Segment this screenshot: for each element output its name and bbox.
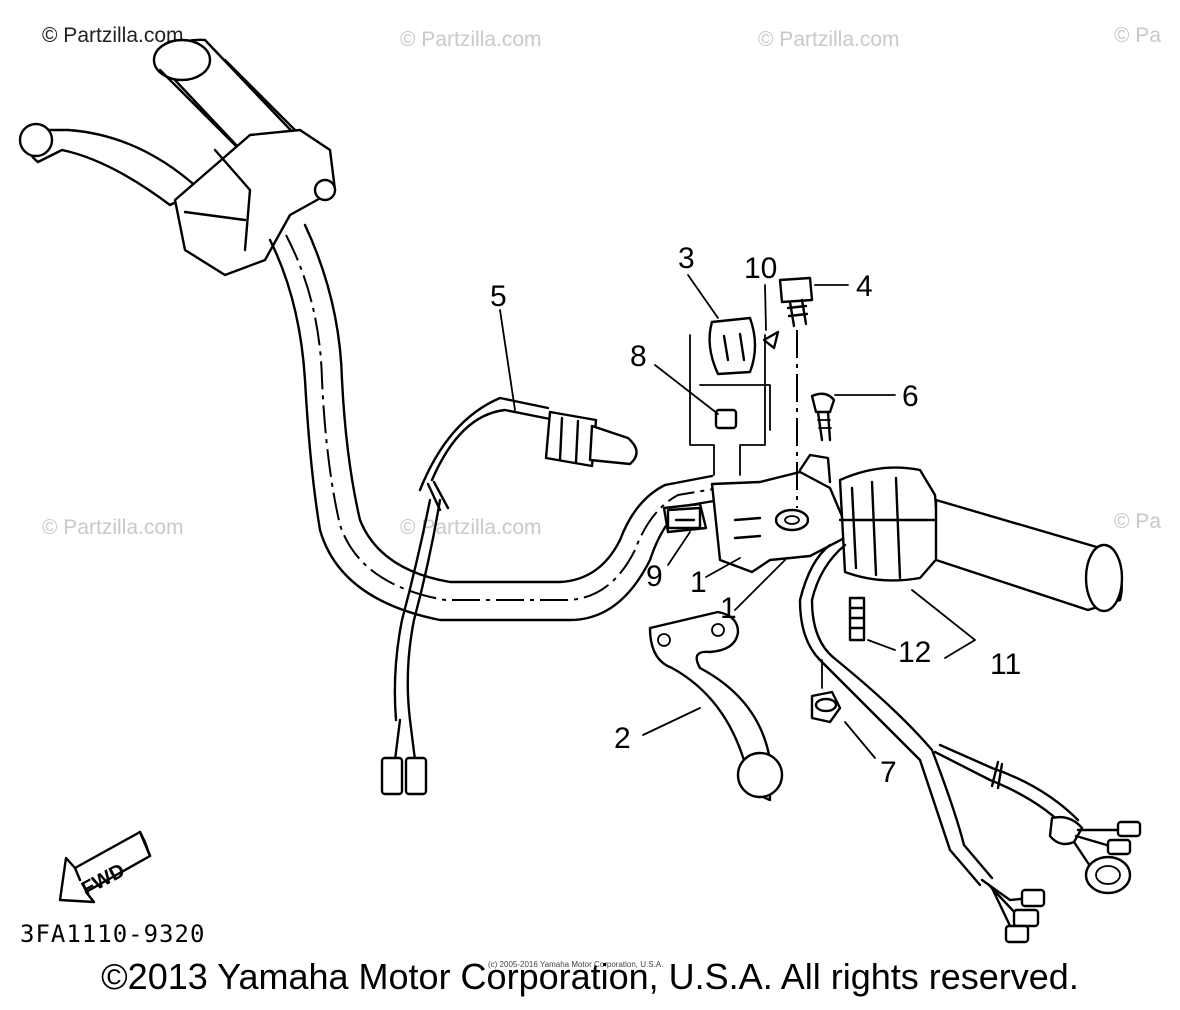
watermark: © Partzilla.com [42, 24, 184, 47]
callout-12: 12 [898, 636, 931, 669]
hardware [666, 276, 866, 724]
watermark: © Partzilla.com [42, 516, 184, 539]
leader-lines [499, 274, 976, 759]
callout-5: 5 [490, 280, 507, 313]
callout-1: 1 [690, 566, 707, 599]
callout-7: 7 [880, 756, 897, 789]
callout-6: 6 [902, 380, 919, 413]
callout-10: 10 [744, 252, 777, 285]
callout-8: 8 [630, 340, 647, 373]
lever-holder-assembly [662, 316, 852, 574]
callout-1-second: 1 [720, 592, 737, 625]
watermark: © Partzilla.com [400, 28, 542, 51]
watermark: © Pa [1114, 510, 1161, 533]
handlebar [268, 223, 722, 622]
callout-9: 9 [646, 560, 663, 593]
callout-3: 3 [678, 242, 695, 275]
callout-4: 4 [856, 270, 873, 303]
clutch-lever [648, 610, 784, 802]
callout-2: 2 [614, 722, 631, 755]
callout-11: 11 [990, 648, 1021, 681]
copyright-footer: ©2013 Yamaha Motor Corporation, U.S.A. A… [101, 956, 1079, 997]
watermark: © Pa [1114, 24, 1161, 47]
watermark: © Partzilla.com [758, 28, 900, 51]
clutch-switch-cable [380, 396, 638, 796]
switch-wiring-harness [798, 543, 1142, 944]
right-grip-assembly [838, 466, 1124, 613]
diagram-part-code: 3FA1110-9320 [20, 920, 206, 948]
tiny-copyright: (c) 2005-2016 Yamaha Motor Corporation, … [488, 960, 664, 969]
left-grip-assembly [18, 38, 337, 277]
fwd-arrow: FWD [58, 830, 152, 904]
